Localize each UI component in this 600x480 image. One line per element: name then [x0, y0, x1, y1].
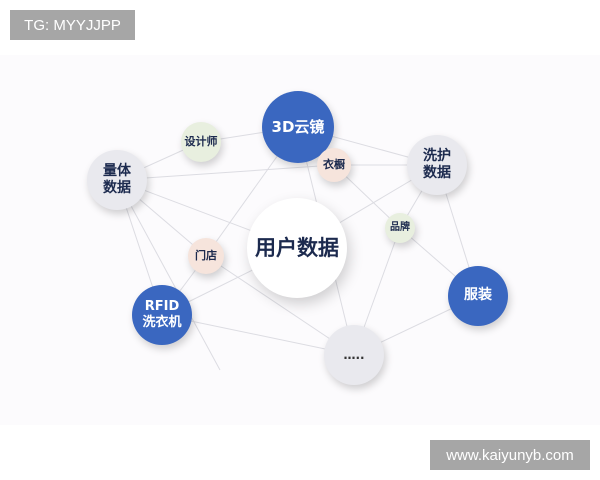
node-care-data: 洗护 数据: [407, 135, 467, 195]
node-brand: 品牌: [385, 213, 415, 243]
node-rfid-washer: RFID 洗衣机: [132, 285, 192, 345]
watermark-top-left-text: TG: MYYJJPP: [24, 16, 121, 34]
node-rfid-washer-line1: RFID: [144, 298, 180, 314]
node-body-measure-line2: 数据: [103, 180, 131, 196]
node-more-label: …..: [343, 347, 365, 362]
watermark-bottom-right: www.kaiyunyb.com: [430, 440, 590, 470]
node-designer-label: 设计师: [184, 135, 218, 149]
node-3d-cloud-mirror: 3D云镜: [262, 91, 334, 163]
watermark-top-left: TG: MYYJJPP: [10, 10, 135, 40]
node-clothing-label: 服装: [464, 287, 492, 304]
node-user-data-center: 用户数据: [247, 198, 347, 298]
node-wardrobe-label: 衣橱: [323, 158, 345, 172]
node-store: 门店: [188, 238, 224, 274]
node-clothing: 服装: [448, 266, 508, 326]
node-body-measure-line1: 量体: [103, 162, 131, 179]
node-care-data-line1: 洗护: [423, 147, 451, 164]
node-body-measure-data: 量体 数据: [87, 150, 147, 210]
node-rfid-washer-line2: 洗衣机: [142, 315, 182, 330]
node-wardrobe: 衣橱: [317, 148, 351, 182]
watermark-bottom-right-text: www.kaiyunyb.com: [446, 446, 574, 464]
node-store-label: 门店: [195, 249, 217, 263]
node-3d-cloud-mirror-label: 3D云镜: [271, 117, 325, 136]
node-user-data-label: 用户数据: [255, 235, 339, 260]
node-more: …..: [324, 325, 384, 385]
node-brand-label: 品牌: [390, 221, 410, 233]
node-care-data-line2: 数据: [423, 165, 451, 181]
node-designer: 设计师: [181, 122, 221, 162]
